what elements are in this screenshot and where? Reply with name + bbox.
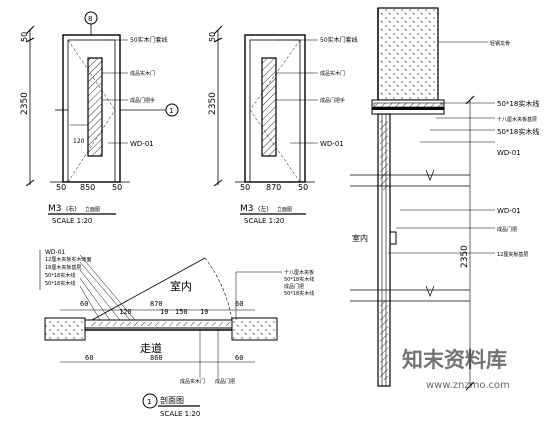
elevation-paren: (左) [258,205,269,213]
right-callout-3: 成品门把 [284,283,304,290]
callout-2: 成品实木门 [130,70,155,77]
elevation-kind: 立面图 [85,206,100,213]
bottom-dim-3: 60 [235,354,243,362]
callout-7: 成品门把 [497,226,517,233]
callout-4: 50*18实木线 [497,127,539,136]
left-callout-5: 50*18实木线 [45,280,75,287]
height-dim: 2350 [460,245,470,268]
width-dim-3: 50 [298,183,308,192]
vertical-section: 室内 2350 轻钢龙骨 50*18实木线 十八厘木夹板基层 50*18实木线 … [350,7,539,391]
bottom-dim-1: 60 [85,354,93,362]
top-dim-6: 10 [200,308,208,316]
callout-1: 50实木门套线 [130,36,168,44]
room-label: 室内 [352,233,368,243]
inner-dim: 120 [73,138,85,145]
top-dim-4: 10 [160,308,168,316]
height-dim: 2350 [208,92,218,115]
plan-section: 室内 走道 WD-01 12厘木夹板实木饰面 18厘木夹板基层 50*18实木线… [39,249,314,418]
elevation-paren: (右) [66,205,77,213]
elevation-m3-left: 50 2350 8 1 50实木门套线 成品实木门 成品门把手 WD-01 12… [20,11,179,225]
callout-3: 十八厘木夹板基层 [497,116,537,123]
top-dim-3: 870 [150,300,163,308]
bottom-dim-2: 860 [150,354,163,362]
width-dim-2: 870 [266,183,281,192]
room-label: 室内 [170,279,192,293]
callout-6: WD-01 [497,207,521,215]
right-callout-2: 50*18实木线 [284,276,314,283]
callout-3: 成品门把手 [130,97,155,104]
left-callout-4: 50*18实木线 [45,272,75,279]
height-dim: 2350 [20,92,30,115]
bottom-callout-1: 成品实木门 [180,378,205,385]
left-callout-1: WD-01 [45,249,66,256]
corridor-label: 走道 [140,341,162,355]
section-marker-right: 1 [169,107,173,115]
top-dim: 50 [208,32,217,42]
top-dim: 50 [20,32,29,42]
elevation-scale: SCALE 1:20 [244,217,284,225]
top-dim-5: 150 [175,308,188,316]
width-dim-2: 850 [80,183,95,192]
elevation-m3-right: 50 2350 50实木门套线 成品实木门 成品门把手 WD-01 50 870… [208,25,358,225]
section-scale: SCALE 1:20 [160,410,200,418]
callout-4: WD-01 [130,140,154,148]
elevation-title: M3 [48,204,62,214]
watermark-brand: 知末资料库 [402,348,507,372]
bottom-callout-2: 成品门把 [215,378,235,385]
section-title: 剖面图 [160,395,184,405]
top-dim-1: 60 [80,300,88,308]
right-callout-1: 十八厘木夹板 [284,269,314,276]
callout-3: 成品门把手 [320,97,345,104]
section-marker: 1 [147,398,151,406]
top-dim-7: 60 [235,300,243,308]
callout-1: 轻钢龙骨 [490,40,510,47]
width-dim-1: 50 [240,183,250,192]
callout-5: WD-01 [497,149,521,157]
width-dim-1: 50 [56,183,66,192]
top-dim-2: 120 [119,308,132,316]
watermark-url: www.znzmo.com [426,380,510,391]
elevation-scale: SCALE 1:20 [52,217,92,225]
callout-2: 50*18实木线 [497,99,539,108]
left-callout-3: 18厘木夹板基层 [45,264,81,271]
watermark: 知末资料库 www.znzmo.com [402,348,510,391]
section-marker-top: 8 [88,15,92,23]
left-callout-2: 12厘木夹板实木饰面 [45,256,91,263]
width-dim-3: 50 [112,183,122,192]
elevation-title: M3 [240,204,254,214]
callout-8: 12厘夹板基层 [497,251,528,258]
callout-1: 50实木门套线 [320,36,358,44]
right-callout-4: 50*18实木线 [284,290,314,297]
elevation-kind: 立面图 [277,206,292,213]
callout-2: 成品实木门 [320,70,345,77]
callout-4: WD-01 [320,140,344,148]
